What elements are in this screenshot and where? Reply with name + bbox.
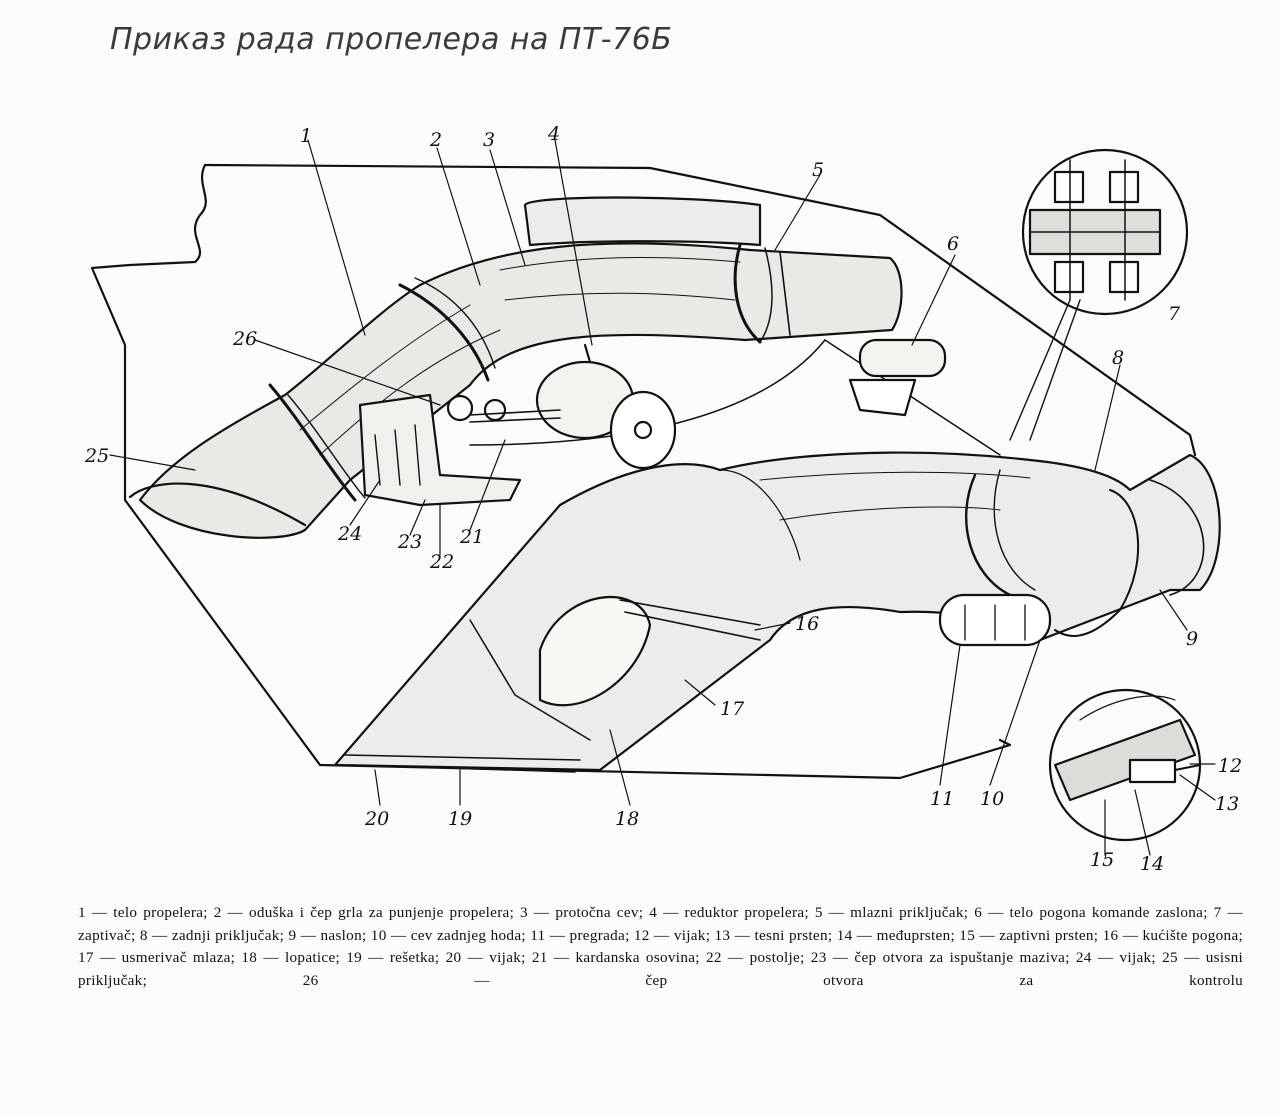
callout-14: 14	[1140, 853, 1164, 875]
callout-12: 12	[1218, 755, 1242, 777]
callout-17: 17	[720, 698, 745, 720]
callout-24: 24	[337, 523, 362, 545]
callout-1: 1	[300, 125, 312, 147]
callout-11: 11	[930, 788, 954, 810]
legend-text: 1 — telo propelera; 2 — oduška i čep grl…	[78, 904, 1243, 989]
callout-23: 23	[397, 531, 422, 553]
mount-bracket	[358, 393, 522, 507]
callout-2: 2	[429, 129, 442, 151]
callout-22: 22	[429, 551, 454, 573]
upper-tank	[523, 196, 762, 247]
callout-10: 10	[980, 788, 1004, 810]
callout-16: 16	[795, 613, 819, 635]
page-title: Приказ рада пропелера на ПТ-76Б	[110, 22, 673, 57]
callout-7: 7	[1168, 303, 1181, 325]
actuator-housing	[848, 338, 947, 417]
callout-13: 13	[1215, 793, 1239, 815]
callout-26: 26	[232, 328, 257, 350]
callout-19: 19	[448, 808, 472, 830]
leader-lines	[109, 139, 1216, 856]
callout-18: 18	[615, 808, 639, 830]
callout-21: 21	[459, 526, 484, 548]
lower-duct	[333, 451, 1221, 773]
callout-25: 25	[84, 445, 109, 467]
callout-9: 9	[1186, 628, 1198, 650]
callout-8: 8	[1112, 347, 1124, 369]
callout-3: 3	[483, 129, 495, 151]
reduction-gearbox	[446, 343, 677, 470]
propeller-diagram: 1 2 3 4 5 6 7 8 9 10 11 12 13 14 15 16 1…	[0, 110, 1280, 900]
detail-seal-top	[1009, 148, 1189, 441]
detail-seal-bottom	[1048, 688, 1202, 842]
callout-15: 15	[1090, 849, 1114, 871]
callout-numbers: 1 2 3 4 5 6 7 8 9 10 11 12 13 14 15 16 1…	[84, 123, 1242, 875]
callout-5: 5	[812, 159, 824, 181]
hull-outline	[90, 163, 1197, 780]
callout-4: 4	[547, 123, 560, 145]
callout-20: 20	[364, 808, 389, 830]
callout-6: 6	[947, 233, 959, 255]
